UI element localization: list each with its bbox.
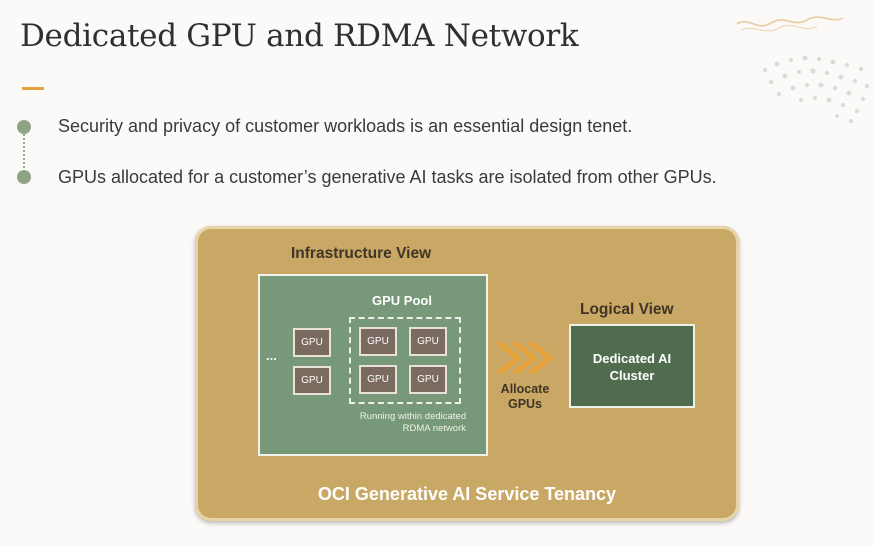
cluster-label: Dedicated AI Cluster	[571, 350, 693, 384]
slide-title: Dedicated GPU and RDMA Network	[20, 18, 579, 54]
bullet-dot	[17, 170, 31, 184]
tenancy-container: Infrastructure View GPU Pool ... GPU GPU…	[195, 226, 739, 521]
tenancy-label: OCI Generative AI Service Tenancy	[317, 484, 617, 504]
bullet-text: GPUs allocated for a customer’s generati…	[58, 167, 717, 187]
bullet-connector	[23, 134, 25, 168]
decorative-wave	[736, 16, 844, 32]
cluster-label-line: Cluster	[609, 368, 655, 383]
gpu-chip: GPU	[293, 366, 331, 395]
more-gpus-ellipsis: ...	[266, 348, 277, 363]
title-accent-line	[22, 87, 44, 90]
allocate-label-line: Allocate	[500, 382, 550, 396]
bullet-dot	[17, 120, 31, 134]
infrastructure-view-box: GPU Pool ... GPU GPU GPU GPU GPU GPU Run…	[258, 274, 488, 456]
dedicated-gpu-group: GPU GPU GPU GPU	[349, 317, 461, 404]
gpu-chip: GPU	[293, 328, 331, 357]
rdma-note-line: RDMA network	[402, 423, 466, 434]
logical-view-label: Logical View	[580, 301, 674, 318]
gpu-chip: GPU	[409, 365, 447, 394]
cluster-label-line: Dedicated AI	[592, 351, 672, 366]
dedicated-ai-cluster-box: Dedicated AI Cluster	[569, 324, 695, 408]
rdma-network-note: Running within dedicated RDMA network	[316, 411, 466, 435]
bullet-text: Security and privacy of customer workloa…	[58, 116, 633, 136]
double-chevron-right-icon	[497, 341, 553, 375]
rdma-note-line: Running within dedicated	[359, 411, 466, 422]
allocate-gpus-label: Allocate GPUs	[491, 382, 559, 412]
gpu-chip: GPU	[359, 365, 397, 394]
gpu-chip: GPU	[409, 327, 447, 356]
infrastructure-view-label: Infrastructure View	[291, 245, 432, 262]
gpu-chip: GPU	[359, 327, 397, 356]
decorative-pattern	[763, 55, 869, 123]
allocate-label-line: GPUs	[507, 397, 543, 411]
gpu-pool-label: GPU Pool	[372, 293, 432, 308]
